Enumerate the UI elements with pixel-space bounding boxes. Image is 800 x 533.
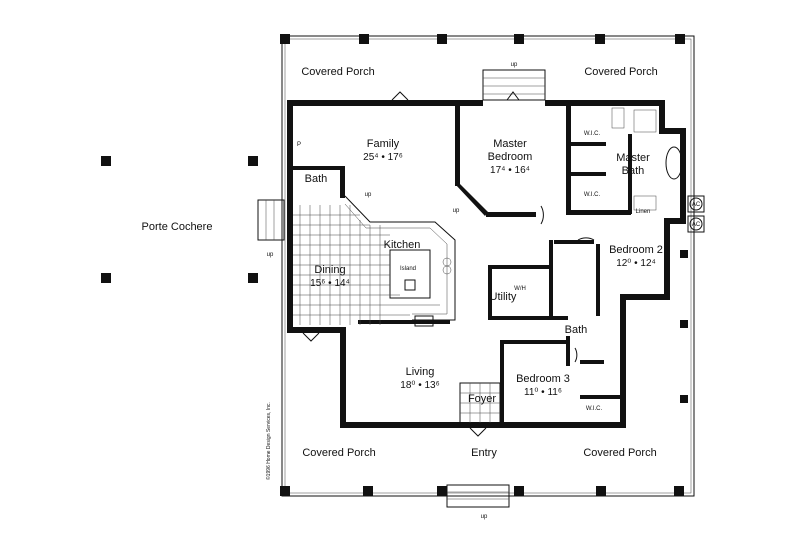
porch-posts [280, 34, 688, 496]
utility-label: Utility [490, 291, 517, 303]
wic3-label: W.I.C. [586, 406, 603, 412]
ref-label: Ref [419, 320, 429, 326]
ac-units [687, 195, 705, 233]
porch-se-label: Covered Porch [583, 447, 656, 459]
bedroom2-dims: 12⁰ • 12⁴ [616, 258, 656, 269]
bedroom2-label: Bedroom 2 [609, 244, 663, 256]
bedroom3-dims: 11⁰ • 11⁶ [524, 387, 562, 398]
porch-sw-label: Covered Porch [302, 447, 375, 459]
kitchen-label: Kitchen [384, 239, 421, 251]
dining-label: Dining [314, 264, 345, 276]
porch-nw-label: Covered Porch [301, 66, 374, 78]
bath-small-label: Bath [305, 173, 328, 185]
master-bath-label-1: Master [616, 152, 650, 164]
master-bath-fixtures [611, 107, 683, 211]
door-swings [302, 91, 595, 437]
master-bedroom-label-1: Master [493, 138, 527, 150]
porch-ne-label: Covered Porch [584, 66, 657, 78]
living-dims: 18⁰ • 13⁶ [400, 380, 439, 391]
bedroom3-label: Bedroom 3 [516, 373, 570, 385]
island-label: Island [400, 266, 416, 272]
foyer-label: Foyer [468, 393, 496, 405]
pantry-label: P [297, 142, 301, 148]
porch-outline [281, 35, 695, 497]
entry-label: Entry [471, 447, 497, 459]
linen-label: Linen [636, 209, 651, 215]
family-label: Family [367, 138, 400, 150]
up-label-5: up [453, 208, 460, 214]
living-label: Living [406, 366, 435, 378]
porte-cochere-label: Porte Cochere [142, 221, 213, 233]
master-bath-label-2: Bath [622, 165, 645, 177]
master-bedroom-dims: 17⁴ • 16⁴ [490, 165, 530, 176]
kitchen-counters [344, 195, 456, 327]
wic1-label: W.I.C. [584, 131, 601, 137]
porch-steps [257, 69, 546, 508]
up-label-2: up [481, 514, 488, 520]
up-label-4: up [365, 192, 372, 198]
foyer-tile [459, 382, 501, 424]
wic2-label: W.I.C. [584, 192, 601, 198]
up-label-1: up [511, 62, 518, 68]
copyright-text: ©1996 Home Design Services, Inc. [265, 402, 272, 480]
ac1-label: AC [692, 202, 701, 208]
up-label-3: up [267, 252, 274, 258]
interior-walls [293, 104, 632, 426]
exterior-walls [287, 100, 686, 428]
dining-tile-grid [293, 205, 440, 325]
bath-hall-label: Bath [565, 324, 588, 336]
porte-cochere-posts [101, 156, 258, 283]
master-bedroom-label-2: Bedroom [488, 151, 533, 163]
family-dims: 25⁴ • 17⁶ [363, 152, 403, 163]
wh-label: W/H [514, 286, 526, 292]
dining-dims: 15⁶ • 14⁴ [310, 278, 350, 289]
ac2-label: AC [692, 222, 701, 228]
